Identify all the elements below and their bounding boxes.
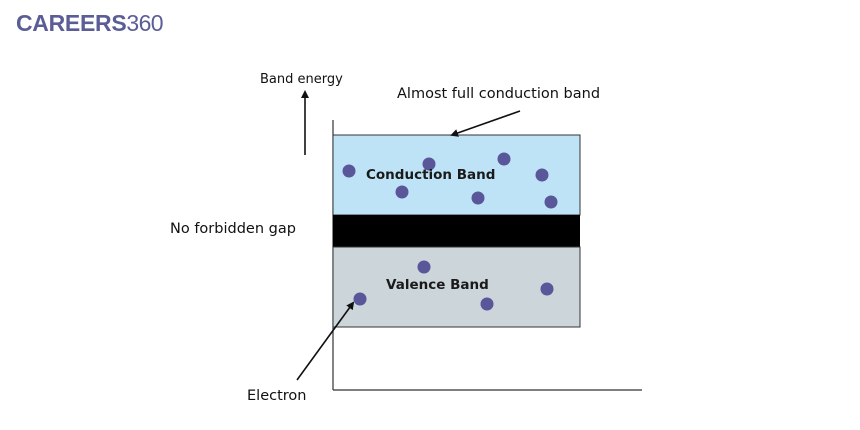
- valence-band: [332, 246, 581, 328]
- electron-label: Electron: [247, 388, 307, 404]
- electron-icon: [544, 195, 558, 209]
- electron-icon: [422, 157, 436, 171]
- electron-icon: [540, 282, 554, 296]
- electron-icon: [395, 185, 409, 199]
- conduction-band-label: Conduction Band: [366, 167, 496, 183]
- electron-icon: [480, 297, 494, 311]
- logo-text: CAREERS: [16, 10, 127, 36]
- y-axis-label: Band energy: [260, 72, 343, 87]
- gap-label: No forbidden gap: [170, 221, 296, 237]
- valence-band-label: Valence Band: [386, 277, 489, 293]
- no-forbidden-gap-band: [333, 215, 580, 247]
- conduction-band-pointer: [450, 110, 521, 137]
- electron-pointer: [296, 301, 355, 381]
- electron-icon: [535, 168, 549, 182]
- electron-icon: [497, 152, 511, 166]
- electron-icon: [353, 292, 367, 306]
- careers360-logo: CAREERS360: [16, 9, 164, 37]
- electron-icon: [471, 191, 485, 205]
- annotation-top-label: Almost full conduction band: [397, 86, 601, 102]
- logo-number: 360: [126, 10, 163, 36]
- electron-icon: [342, 164, 356, 178]
- electron-icon: [417, 260, 431, 274]
